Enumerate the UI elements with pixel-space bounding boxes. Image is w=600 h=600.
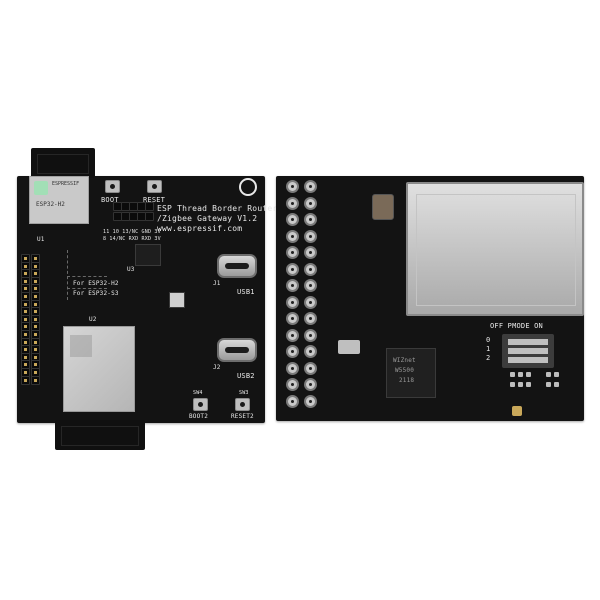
switch-num-0: 0 [486, 336, 491, 344]
main-pin-header [21, 254, 45, 385]
through-hole [304, 213, 317, 226]
h2-antenna-tab [31, 148, 95, 178]
sw3-label: SW3 [239, 390, 249, 396]
through-hole [286, 246, 299, 259]
switch-num-2: 2 [486, 354, 491, 362]
crystal [372, 194, 394, 220]
through-hole [286, 213, 299, 226]
through-hole [304, 246, 317, 259]
through-hole [286, 312, 299, 325]
esp32-s3-module [63, 326, 135, 412]
reset-label: RESET [143, 196, 166, 204]
through-hole [286, 262, 299, 276]
header-pin [31, 375, 40, 385]
small-ic [169, 292, 185, 308]
through-hole [304, 361, 317, 375]
usb1-label: USB1 [237, 288, 255, 296]
through-hole [304, 279, 317, 292]
small-pin-header [113, 202, 154, 224]
sw4-label: SW4 [193, 390, 203, 396]
esp32-h2-module: ESPRESSIF ESP32-H2 [29, 176, 89, 224]
test-pad [512, 406, 522, 416]
boot-button[interactable] [105, 180, 120, 193]
through-hole [304, 262, 317, 276]
switch-header-label: OFF PMODE ON [490, 322, 543, 330]
through-hole [304, 394, 317, 408]
boot2-button[interactable] [193, 398, 208, 411]
through-hole [304, 229, 317, 243]
boot2-label: BOOT2 [189, 413, 209, 420]
ethernet-board: WIZnet W5500 2118 OFF PMODE ON 0 1 2 [276, 176, 584, 421]
w5500-chip: WIZnet W5500 2118 [386, 348, 436, 398]
usb1-port[interactable] [217, 254, 257, 278]
j2-label: J2 [213, 364, 221, 371]
module-label: ESP32-H2 [36, 201, 65, 208]
through-hole [304, 345, 317, 358]
through-hole [286, 229, 299, 243]
switch-num-1: 1 [486, 345, 491, 353]
through-hole [286, 196, 299, 210]
usb2-label: USB2 [237, 372, 255, 380]
through-hole [286, 345, 299, 358]
through-hole [304, 378, 317, 391]
eth-chip-code: 2118 [399, 377, 415, 384]
through-hole [286, 295, 299, 309]
espressif-logo-icon [239, 178, 257, 196]
s3-antenna-tab [55, 420, 145, 450]
through-hole [286, 361, 299, 375]
u3-regulator [135, 244, 161, 266]
j1-label: J1 [213, 280, 221, 287]
thread-border-router-board: ESPRESSIF ESP32-H2 BOOT RESET ESP Thread… [17, 148, 277, 450]
usb2-port[interactable] [217, 338, 257, 362]
board-url: www.espressif.com [157, 224, 243, 233]
reset2-label: RESET2 [231, 413, 254, 420]
module-top-label: ESPRESSIF [52, 181, 80, 187]
reset-button[interactable] [147, 180, 162, 193]
pin-header-top-label: 11 10 13/NC GND 3V [103, 229, 161, 235]
board-title-line1: ESP Thread Border Router [157, 204, 278, 213]
through-hole [304, 295, 317, 309]
through-hole-header [286, 180, 320, 416]
pin-header-bottom-label: 8 14/NC RXD RXD 3V [103, 236, 161, 242]
through-hole [286, 180, 299, 193]
resistor-bank [510, 372, 568, 394]
through-hole [286, 328, 299, 342]
through-hole [304, 328, 317, 342]
reset2-button[interactable] [235, 398, 250, 411]
eth-chip-brand: WIZnet [393, 357, 416, 364]
for-s3-label: For ESP32-S3 [73, 290, 119, 297]
small-crystal [338, 340, 360, 354]
for-h2-label: For ESP32-H2 [73, 280, 119, 287]
through-hole [286, 378, 299, 391]
through-hole [304, 180, 317, 193]
through-hole [304, 312, 317, 325]
through-hole [286, 394, 299, 408]
pmode-dip-switch[interactable] [502, 334, 554, 368]
rj45-jack[interactable] [406, 182, 584, 316]
eth-chip-name: W5500 [395, 367, 415, 374]
board-title-line2: /Zigbee Gateway V1.2 [157, 214, 258, 223]
u3-label: U3 [127, 266, 135, 273]
through-hole [304, 196, 317, 210]
header-pin [21, 375, 30, 385]
through-hole [286, 279, 299, 292]
boot-label: BOOT [101, 196, 119, 204]
u1-label: U1 [37, 236, 45, 243]
u2-label: U2 [89, 316, 97, 323]
